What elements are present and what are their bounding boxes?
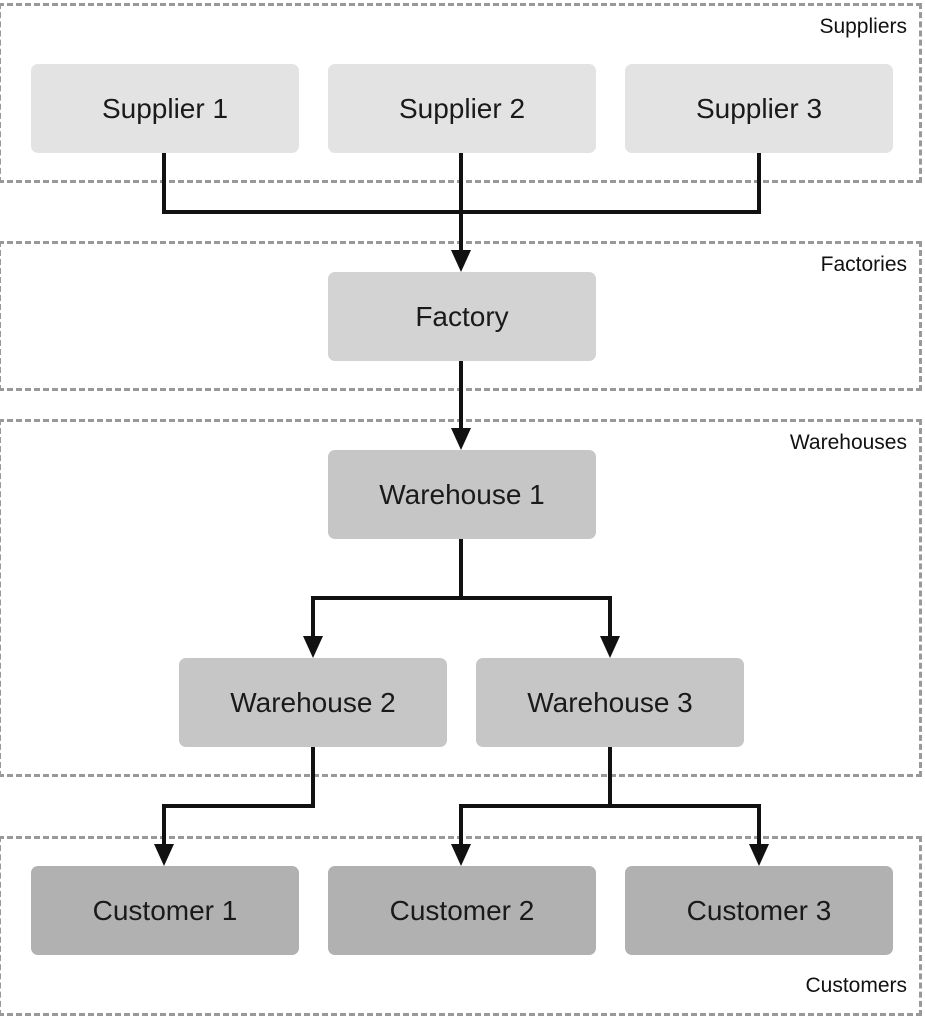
arrowhead-warehouse2: [303, 636, 323, 658]
edge-warehouse3-customer3: [610, 804, 761, 850]
edge-supplier3-factory: [461, 153, 761, 214]
warehouse-1-node: Warehouse 1: [328, 450, 596, 539]
supplier-3-node: Supplier 3: [625, 64, 893, 153]
arrowhead-customer2: [451, 844, 471, 866]
suppliers-group-label: Suppliers: [819, 15, 907, 38]
edge-warehouse2-customer1: [162, 747, 315, 850]
edge-warehouse3-customer2: [459, 747, 612, 850]
arrowhead-customer1: [154, 844, 174, 866]
warehouse-3-node: Warehouse 3: [476, 658, 744, 747]
edge-supplier1-factory: [162, 153, 461, 214]
factories-group-label: Factories: [820, 253, 907, 276]
factory-node: Factory: [328, 272, 596, 361]
customer-3-node: Customer 3: [625, 866, 893, 955]
arrowhead-warehouse1: [451, 428, 471, 450]
arrowhead-warehouse3: [600, 636, 620, 658]
supplier-2-node: Supplier 2: [328, 64, 596, 153]
customer-2-node: Customer 2: [328, 866, 596, 955]
supplier-1-node: Supplier 1: [31, 64, 299, 153]
customer-1-node: Customer 1: [31, 866, 299, 955]
arrowhead-factory: [451, 250, 471, 272]
warehouses-group-label: Warehouses: [789, 431, 907, 454]
edge-warehouse1-warehouse3: [461, 596, 612, 642]
warehouse-2-node: Warehouse 2: [179, 658, 447, 747]
edge-warehouse1-warehouse2: [311, 539, 463, 642]
customers-group-label: Customers: [805, 974, 907, 997]
arrowhead-customer3: [749, 844, 769, 866]
